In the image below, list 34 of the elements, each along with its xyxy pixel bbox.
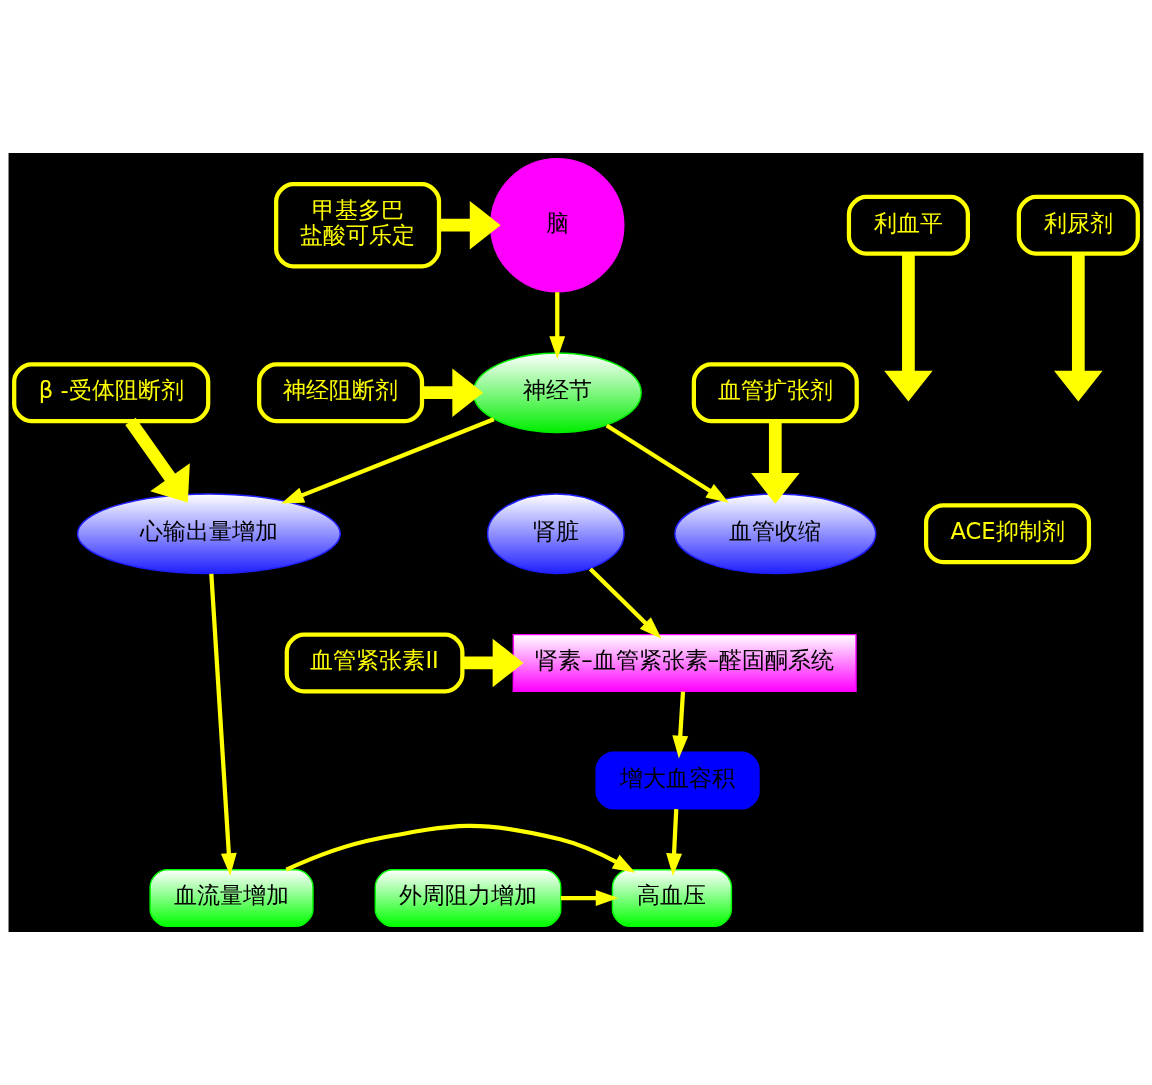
- arrow: [439, 200, 501, 250]
- node-box: 血管紧张素II: [284, 632, 465, 694]
- node-box: 肾素–血管紧张素–醛固酮系统: [512, 633, 857, 692]
- arrow: [605, 423, 729, 503]
- node-box: 利血平: [846, 194, 970, 256]
- node-box: 血流量增加: [149, 869, 314, 928]
- node-box: 外周阻力增加: [374, 869, 562, 928]
- arrow: [884, 253, 933, 402]
- arrow: [209, 573, 237, 876]
- node-box: 甲基多巴 盐酸可乐定: [274, 182, 442, 269]
- arrow: [588, 567, 662, 639]
- arrow: [281, 417, 495, 504]
- node-box: 神经阻断剂: [257, 362, 425, 424]
- node-box: 利尿剂: [1016, 194, 1140, 256]
- node-box: β -受体阻断剂: [12, 362, 211, 424]
- arrow: [666, 809, 682, 877]
- node-box: 增大血容积: [595, 751, 760, 810]
- node-box: 高血压: [611, 869, 733, 928]
- arrow: [751, 421, 800, 504]
- node-ellipse: 肾脏: [486, 493, 625, 575]
- node-box: 血管扩张剂: [691, 362, 859, 424]
- node-circle: 脑: [490, 157, 625, 293]
- arrow: [1054, 253, 1103, 402]
- arrow: [125, 417, 190, 503]
- node-ellipse: 神经节: [472, 352, 642, 434]
- node-ellipse: 心输出量增加: [76, 493, 341, 575]
- arrow: [462, 638, 524, 688]
- arrow: [422, 368, 484, 417]
- node-box: ACE抑制剂: [924, 503, 1092, 565]
- arrow: [672, 691, 689, 759]
- arrow: [560, 890, 619, 906]
- arrow: [285, 823, 636, 873]
- node-ellipse: 血管收缩: [674, 493, 877, 575]
- arrow: [549, 292, 566, 359]
